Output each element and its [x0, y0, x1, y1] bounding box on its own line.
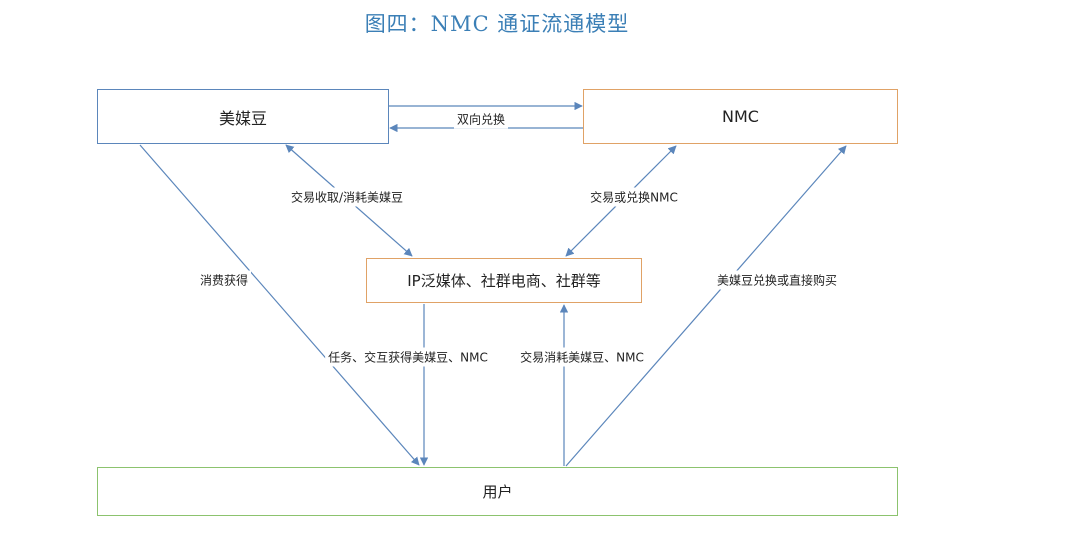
- node-ip-media-community: IP泛媒体、社群电商、社群等: [366, 258, 642, 303]
- node-nmc: NMC: [583, 89, 898, 144]
- label-trade-nmc: 交易或兑换NMC: [587, 187, 681, 207]
- label-task-earn: 任务、交互获得美媒豆、NMC: [325, 347, 491, 367]
- label-consume-earn: 消费获得: [196, 270, 252, 290]
- label-direct-buy: 美媒豆兑换或直接购买: [713, 270, 841, 290]
- node-meimeidou: 美媒豆: [97, 89, 389, 144]
- edge-user-nmc: [565, 145, 847, 467]
- node-user: 用户: [97, 467, 898, 516]
- label-trade-consume: 交易消耗美媒豆、NMC: [517, 347, 647, 367]
- label-exchange: 双向兑换: [453, 109, 509, 129]
- label-trade-meimeidou: 交易收取/消耗美媒豆: [287, 187, 407, 207]
- page-title: 图四：NMC 通证流通模型: [364, 12, 630, 36]
- edge-meimeidou-user: [139, 144, 420, 466]
